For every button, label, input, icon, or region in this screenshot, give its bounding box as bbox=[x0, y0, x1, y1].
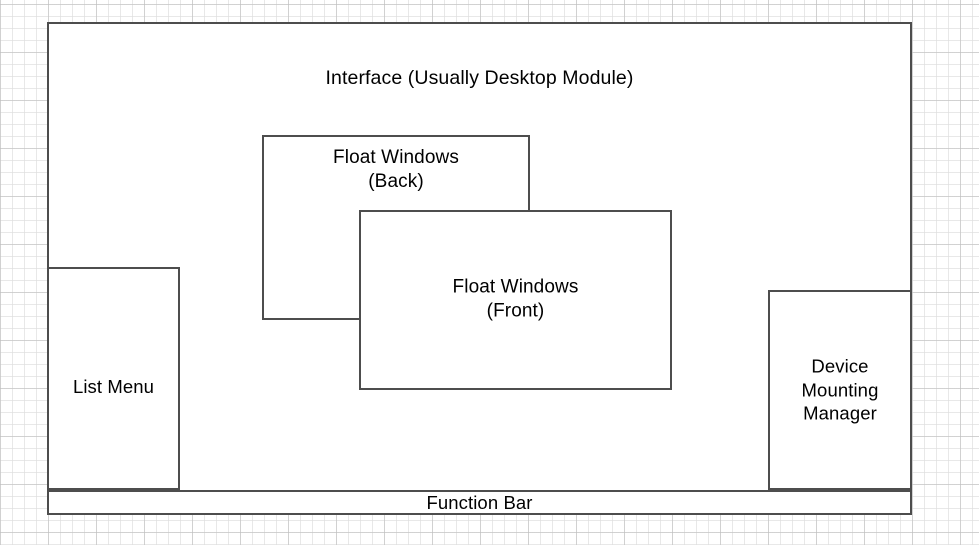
device-mounting-manager-box[interactable]: Device Mounting Manager bbox=[768, 290, 912, 490]
list-menu-label: List Menu bbox=[72, 376, 155, 398]
interface-title-label: Interface (Usually Desktop Module) bbox=[325, 67, 634, 89]
function-bar-box[interactable]: Function Bar bbox=[47, 490, 912, 515]
device-mounting-manager-label: Device Mounting Manager bbox=[801, 355, 879, 424]
function-bar-label: Function Bar bbox=[426, 491, 533, 513]
list-menu-box[interactable]: List Menu bbox=[47, 267, 180, 490]
float-window-back-label: Float Windows (Back) bbox=[333, 147, 459, 193]
float-window-front-box[interactable]: Float Windows (Front) bbox=[359, 210, 672, 390]
float-window-front-label: Float Windows (Front) bbox=[452, 276, 579, 322]
